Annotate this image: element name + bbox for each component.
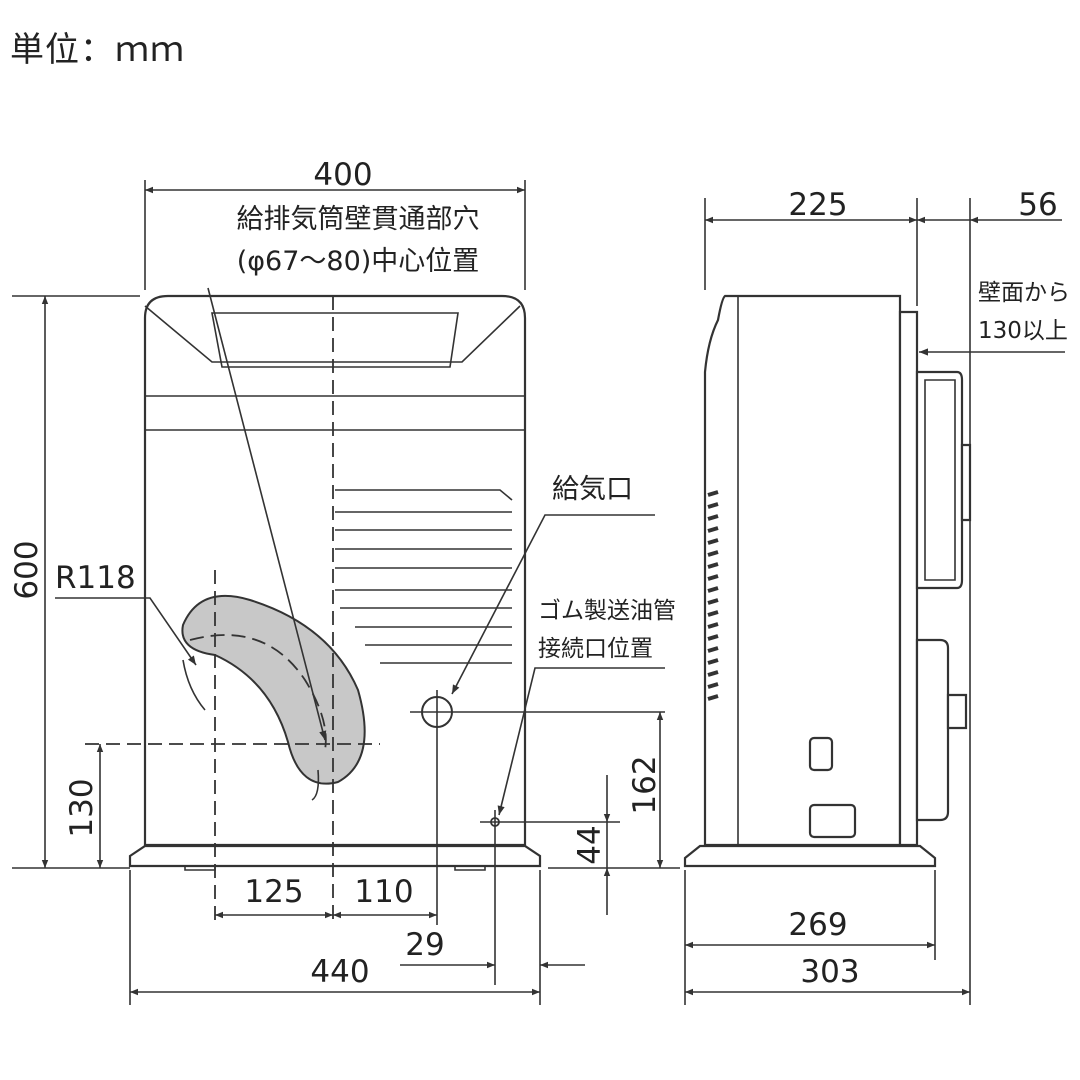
flue-leader <box>207 287 327 741</box>
flue-hole-arc <box>181 594 366 785</box>
unit-label: 単位：ｍｍ <box>10 30 185 70</box>
intake-label: 給気口 <box>552 474 633 505</box>
dim-44: 44 <box>572 825 608 864</box>
front-base-plate <box>128 844 542 868</box>
wall-note-line1: 壁面から <box>978 280 1070 306</box>
dim-depth-56: 56 <box>1018 187 1057 223</box>
dim-125: 125 <box>244 874 303 910</box>
dim-width-400: 400 <box>313 157 372 193</box>
radius-label: R118 <box>55 560 136 596</box>
dim-depth-225: 225 <box>788 187 847 223</box>
side-access-panel <box>808 803 857 839</box>
dim-440: 440 <box>310 954 369 990</box>
side-body-outline <box>703 294 902 847</box>
front-louvres <box>335 489 513 664</box>
front-dimensions: 400 給排気筒壁貫通部穴 (φ67～80)中心位置 600 R118 130 … <box>9 157 680 1005</box>
dim-162: 162 <box>627 755 663 814</box>
side-lower-cover <box>915 638 950 822</box>
front-view <box>85 294 665 985</box>
flue-hole-label-line1: 給排気筒壁貫通部穴 <box>237 204 480 235</box>
side-vent-fins <box>707 490 719 701</box>
side-base-plate <box>683 844 937 868</box>
dim-base-269: 269 <box>788 907 847 943</box>
flue-hole-label-line2: (φ67～80)中心位置 <box>237 246 480 277</box>
dim-29: 29 <box>405 927 444 963</box>
side-flue-cap <box>915 370 964 590</box>
dim-110: 110 <box>354 874 413 910</box>
oil-pipe-label-line2: 接続口位置 <box>538 636 653 662</box>
side-view <box>683 294 972 868</box>
side-indicator-window <box>808 736 834 772</box>
oil-pipe-label-line1: ゴム製送油管 <box>538 598 676 624</box>
top-vent-grille <box>211 312 459 368</box>
dim-130: 130 <box>64 778 100 837</box>
dim-height-600: 600 <box>9 540 45 599</box>
wall-note-line2: 130以上 <box>978 318 1068 344</box>
side-back-panel <box>898 310 919 847</box>
dim-base-303: 303 <box>800 954 859 990</box>
top-vent-panel <box>144 305 521 363</box>
side-dimensions: 225 56 壁面から 130以上 269 303 <box>684 187 1070 1005</box>
